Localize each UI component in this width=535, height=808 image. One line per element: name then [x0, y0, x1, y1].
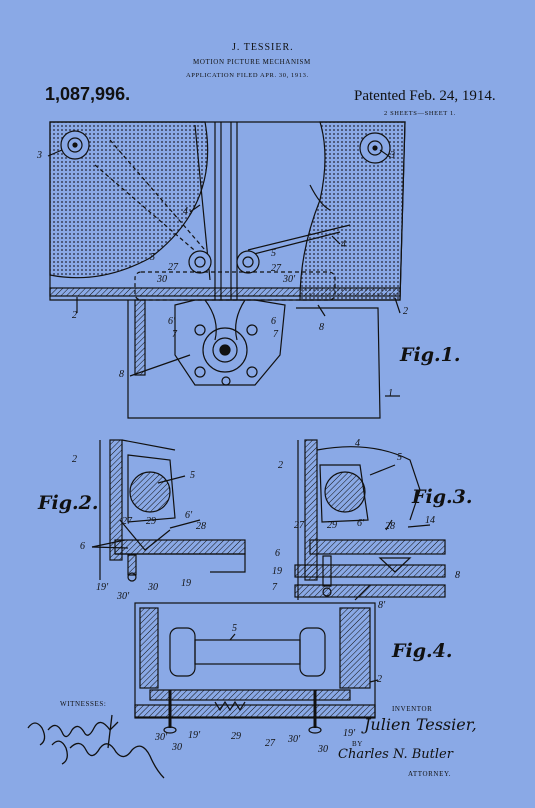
- ref-label: 6: [271, 316, 276, 327]
- patent-date: Patented Feb. 24, 1914.: [354, 88, 496, 104]
- ref-label: 19': [188, 730, 201, 741]
- ref-label: 5: [190, 470, 195, 481]
- ref-label: 19: [272, 566, 282, 577]
- fig4-title: Fig.4.: [392, 640, 453, 662]
- ref-label: 27: [122, 516, 132, 527]
- ref-label: 8: [119, 369, 124, 380]
- ref-label: 2: [72, 454, 77, 465]
- inventor-name: J. TESSIER.: [232, 42, 294, 53]
- ref-label: 5: [271, 248, 276, 259]
- attorney-signature: Charles N. Butler: [338, 747, 453, 762]
- ref-label: 4: [341, 239, 346, 250]
- ref-label: 19: [181, 578, 191, 589]
- ref-label: 30': [288, 734, 301, 745]
- ref-label: 19': [96, 582, 109, 593]
- ref-label: 2: [72, 310, 77, 321]
- ref-label: 7: [272, 582, 277, 593]
- ref-label: 3: [37, 150, 42, 161]
- ref-label: 2: [377, 674, 382, 685]
- ref-label: 8: [455, 570, 460, 581]
- patent-number: 1,087,996.: [45, 84, 131, 104]
- ref-label: 5: [397, 452, 402, 463]
- ref-label: 19': [343, 728, 356, 739]
- ref-label: 30': [155, 732, 168, 743]
- ref-label: 27: [265, 738, 275, 749]
- ref-label: 3: [390, 150, 395, 161]
- ref-label: 5: [150, 252, 155, 263]
- ref-label: 14: [425, 515, 435, 526]
- by-label: BY: [352, 740, 363, 748]
- ref-label: 2: [403, 306, 408, 317]
- ref-label: 28: [196, 521, 206, 532]
- ref-label: 8: [319, 322, 324, 333]
- ref-label: 27: [168, 262, 178, 273]
- ref-label: 27: [271, 263, 281, 274]
- ref-label: 7: [172, 329, 177, 340]
- ref-label: 27: [294, 520, 304, 531]
- ref-label: 4: [183, 206, 188, 217]
- fig2-title: Fig.2.: [38, 492, 99, 514]
- filing-date: APPLICATION FILED APR. 30, 1913.: [186, 72, 309, 79]
- inventor-label: INVENTOR: [392, 705, 433, 713]
- ref-label: 8': [378, 600, 386, 611]
- ref-label: 30': [117, 591, 130, 602]
- ref-label: 29: [231, 731, 241, 742]
- ref-label: 5: [232, 623, 237, 634]
- ref-label: 6': [357, 518, 365, 529]
- sheet-count: 2 SHEETS—SHEET 1.: [384, 110, 457, 117]
- ref-label: 30: [318, 744, 328, 755]
- fig1-title: Fig.1.: [400, 344, 461, 366]
- ref-label: 4: [355, 438, 360, 449]
- ref-label: 2: [278, 460, 283, 471]
- ref-label: 7: [273, 329, 278, 340]
- patent-title: MOTION PICTURE MECHANISM: [193, 58, 311, 66]
- ref-label: 29: [327, 520, 337, 531]
- ref-label: 30: [172, 742, 182, 753]
- ref-label: 30: [157, 274, 167, 285]
- ref-label: 28: [385, 521, 395, 532]
- attorney-label: ATTORNEY.: [408, 770, 452, 778]
- ref-label: 30': [283, 274, 296, 285]
- ref-label: 6: [275, 548, 280, 559]
- ref-label: 6': [168, 316, 176, 327]
- left-reel: [49, 121, 209, 279]
- ref-label: 29: [146, 516, 156, 527]
- ref-label: 1: [388, 388, 393, 399]
- ref-label: 6': [185, 510, 193, 521]
- ref-label: 30: [148, 582, 158, 593]
- fig3-title: Fig.3.: [412, 486, 473, 508]
- inventor-signature: Julien Tessier,: [364, 715, 477, 734]
- ref-label: 6: [80, 541, 85, 552]
- witnesses-label: WITNESSES:: [60, 700, 107, 708]
